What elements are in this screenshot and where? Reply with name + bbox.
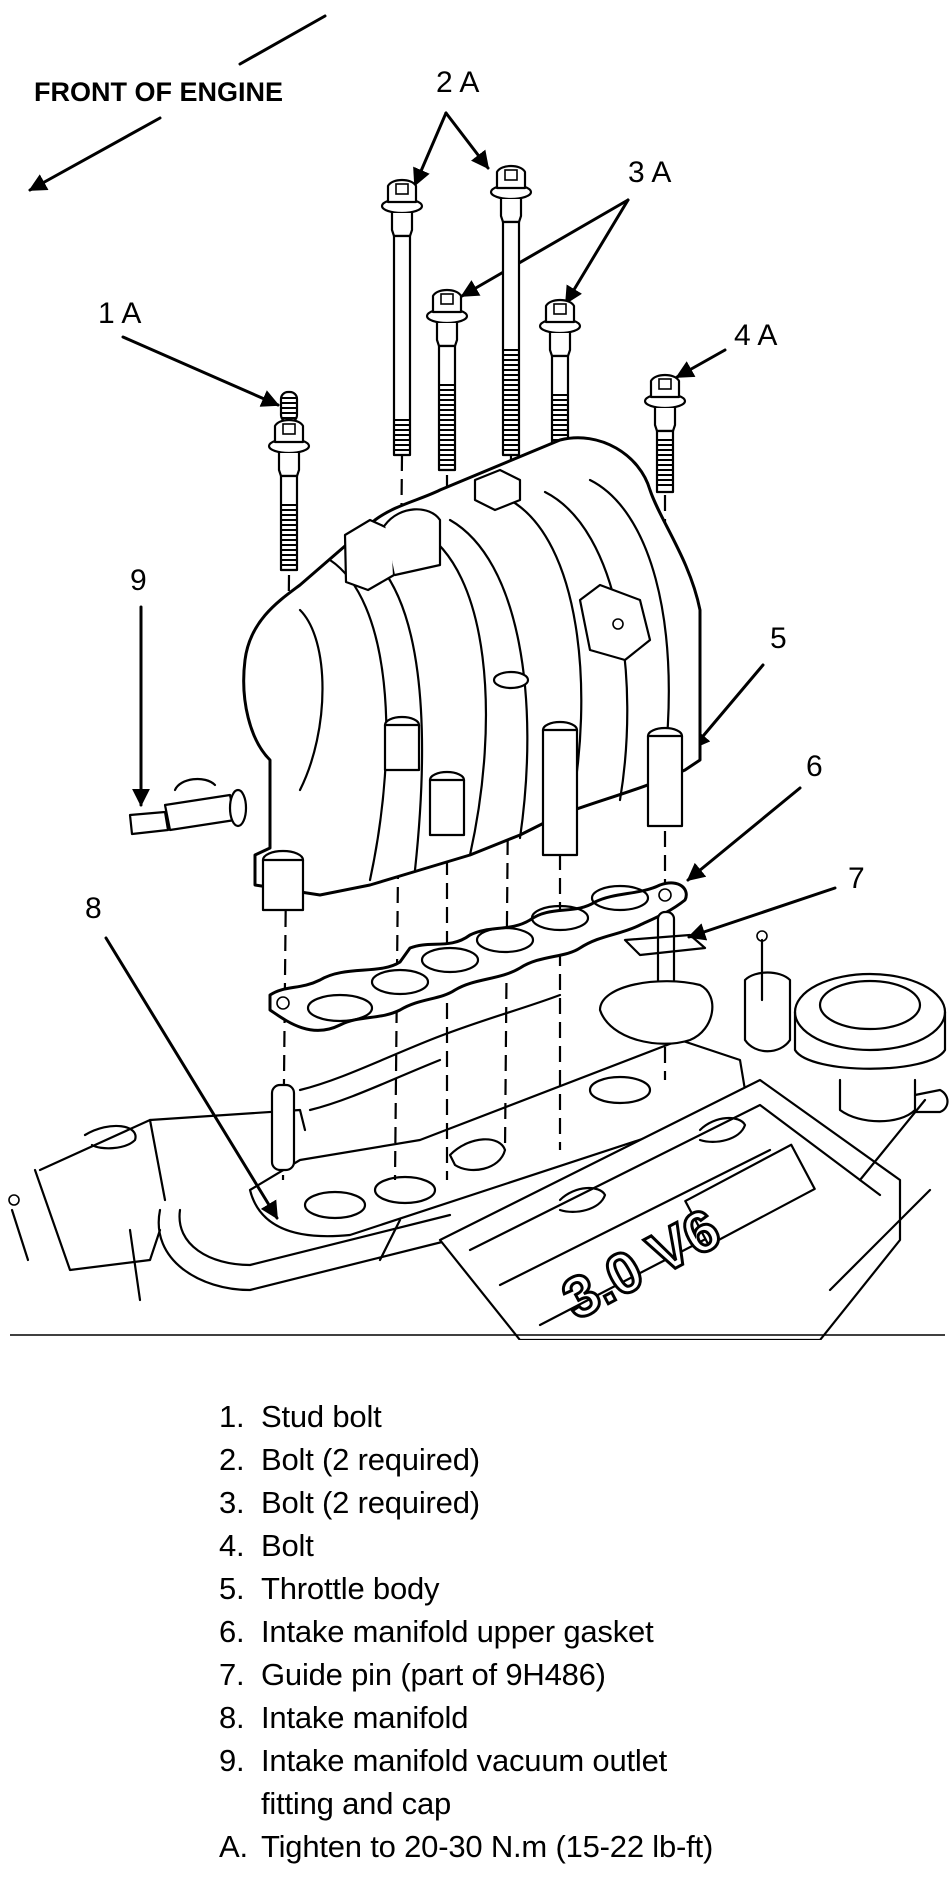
legend-item: 8. Intake manifold	[219, 1696, 919, 1739]
callout-2a: 2 A	[436, 66, 479, 99]
legend-item: 7. Guide pin (part of 9H486)	[219, 1653, 919, 1696]
bolt-4	[643, 373, 687, 494]
legend-item-number: 2.	[219, 1442, 245, 1477]
legend-item-number: 3.	[219, 1485, 245, 1520]
legend-item-continuation: fitting and cap	[261, 1786, 452, 1821]
legend-item-number: 6.	[219, 1614, 245, 1649]
callout-4a: 4 A	[734, 319, 777, 352]
callout-1a: 1 A	[98, 297, 141, 330]
front-of-engine-arrow	[28, 14, 327, 192]
callout-7: 7	[848, 862, 865, 895]
legend-item-text: Tighten to 20-30 N.m (15-22 lb-ft)	[261, 1829, 714, 1864]
exploded-view-diagram: FRONT OF ENGINE 2 A 3 A 1 A 4 A 9 5 6 7 …	[8, 14, 949, 1340]
upper-intake-manifold	[128, 436, 702, 912]
callout-6: 6	[806, 750, 823, 783]
bolt-3-left	[425, 288, 469, 472]
legend-item-text: Bolt (2 required)	[261, 1485, 480, 1520]
bolt-2-right	[489, 164, 533, 457]
legend-item-number: 9.	[219, 1743, 245, 1778]
legend-item-number: 8.	[219, 1700, 245, 1735]
legend-item-text: Intake manifold vacuum outlet	[261, 1743, 668, 1778]
legend-item-text: Bolt	[261, 1528, 314, 1563]
legend-item: 9. Intake manifold vacuum outlet	[219, 1739, 919, 1782]
legend-item: 3. Bolt (2 required)	[219, 1481, 919, 1524]
legend-item: 4. Bolt	[219, 1524, 919, 1567]
intake-manifold-upper-gasket	[268, 881, 688, 1032]
legend-item: A. Tighten to 20-30 N.m (15-22 lb-ft)	[219, 1825, 919, 1868]
callout-8: 8	[85, 892, 102, 925]
legend-item-text: Bolt (2 required)	[261, 1442, 480, 1477]
legend-item-text: Intake manifold upper gasket	[261, 1614, 654, 1649]
parts-legend: 1. Stud bolt 2. Bolt (2 required) 3. Bolt (2 …	[219, 1395, 919, 1868]
callout-5: 5	[770, 622, 787, 655]
front-of-engine-label: FRONT OF ENGINE	[34, 77, 283, 107]
legend-item-number: 1.	[219, 1399, 245, 1434]
legend-item: 5. Throttle body	[219, 1567, 919, 1610]
legend-item: 6. Intake manifold upper gasket	[219, 1610, 919, 1653]
legend-item-text: Intake manifold	[261, 1700, 469, 1735]
legend-item: 2. Bolt (2 required)	[219, 1438, 919, 1481]
legend-item-text: Stud bolt	[261, 1399, 382, 1434]
callout-3a: 3 A	[628, 156, 671, 189]
leader-lines	[104, 111, 837, 1220]
bolt-2-left	[380, 178, 424, 457]
lower-intake-and-engine: 3.0 V6	[8, 930, 949, 1340]
legend-item-text: Throttle body	[261, 1571, 440, 1606]
legend-item-number: 5.	[219, 1571, 245, 1606]
legend-item-number: A.	[219, 1829, 248, 1864]
legend-item: 1. Stud bolt	[219, 1395, 919, 1438]
callout-9: 9	[130, 564, 147, 597]
legend-item-number: 7.	[219, 1657, 245, 1692]
legend-item-number: 4.	[219, 1528, 245, 1563]
stud-bolt-1	[267, 390, 311, 572]
legend-item-text: Guide pin (part of 9H486)	[261, 1657, 606, 1692]
